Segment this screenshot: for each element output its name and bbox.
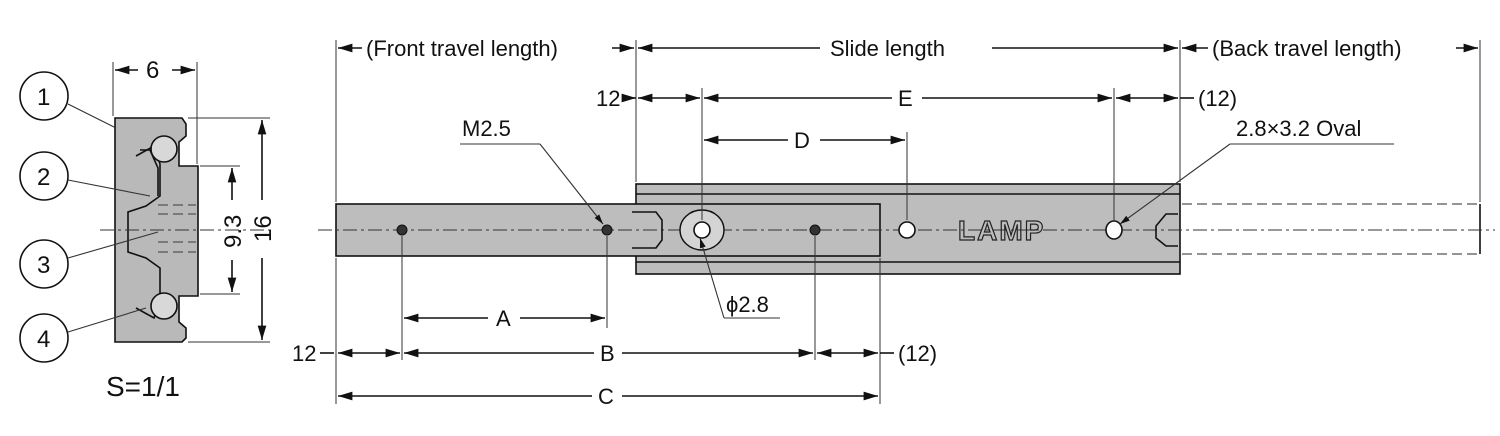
- screw-label: M2.5: [462, 116, 511, 141]
- inner-hole-1: [396, 224, 408, 236]
- hole-label: ϕ2.8: [726, 292, 769, 317]
- callout-3: 3: [19, 231, 159, 289]
- callout-1: 1: [19, 71, 117, 129]
- svg-text:2: 2: [37, 164, 50, 191]
- top-right-12: (12): [1198, 86, 1237, 111]
- svg-text:1: 1: [37, 84, 50, 111]
- oval-label: 2.8×3.2 Oval: [1236, 116, 1361, 141]
- side-view: LAMP (Front travel length) Slide length …: [292, 36, 1495, 409]
- d-label: D: [794, 128, 810, 153]
- ball-top: [150, 135, 178, 163]
- height-label: 16: [250, 215, 277, 242]
- inner-hole-3: [809, 224, 821, 236]
- svg-text:3: 3: [37, 252, 50, 279]
- e-label: E: [898, 86, 913, 111]
- c-label: C: [598, 384, 614, 409]
- a-label: A: [496, 306, 511, 331]
- bottom-left-12: 12: [292, 341, 316, 366]
- oval-hole: [1105, 220, 1123, 240]
- b-label: B: [600, 341, 615, 366]
- top-left-12: 12: [596, 86, 620, 111]
- outer-hole-1: [693, 221, 711, 239]
- cross-section-view: 6 9.3 16 1 2 3 4: [19, 57, 277, 402]
- outer-hole-2: [898, 221, 916, 239]
- end-stopper: [1155, 213, 1178, 247]
- bottom-right-12: (12): [898, 341, 937, 366]
- callout-4: 4: [19, 307, 147, 363]
- svg-text:4: 4: [37, 326, 50, 353]
- width-label: 6: [146, 57, 159, 84]
- stopper: [632, 211, 663, 249]
- front-travel-label: (Front travel length): [366, 36, 558, 61]
- ball-bottom: [150, 292, 178, 320]
- inner-height-label: 9.3: [220, 215, 247, 248]
- brand-logo: LAMP: [958, 215, 1045, 246]
- slide-length-label: Slide length: [830, 36, 945, 61]
- scale-label: S=1/1: [106, 371, 180, 402]
- inner-hole-2: [601, 224, 613, 236]
- back-travel-label: (Back travel length): [1212, 36, 1402, 61]
- callout-2: 2: [19, 151, 151, 201]
